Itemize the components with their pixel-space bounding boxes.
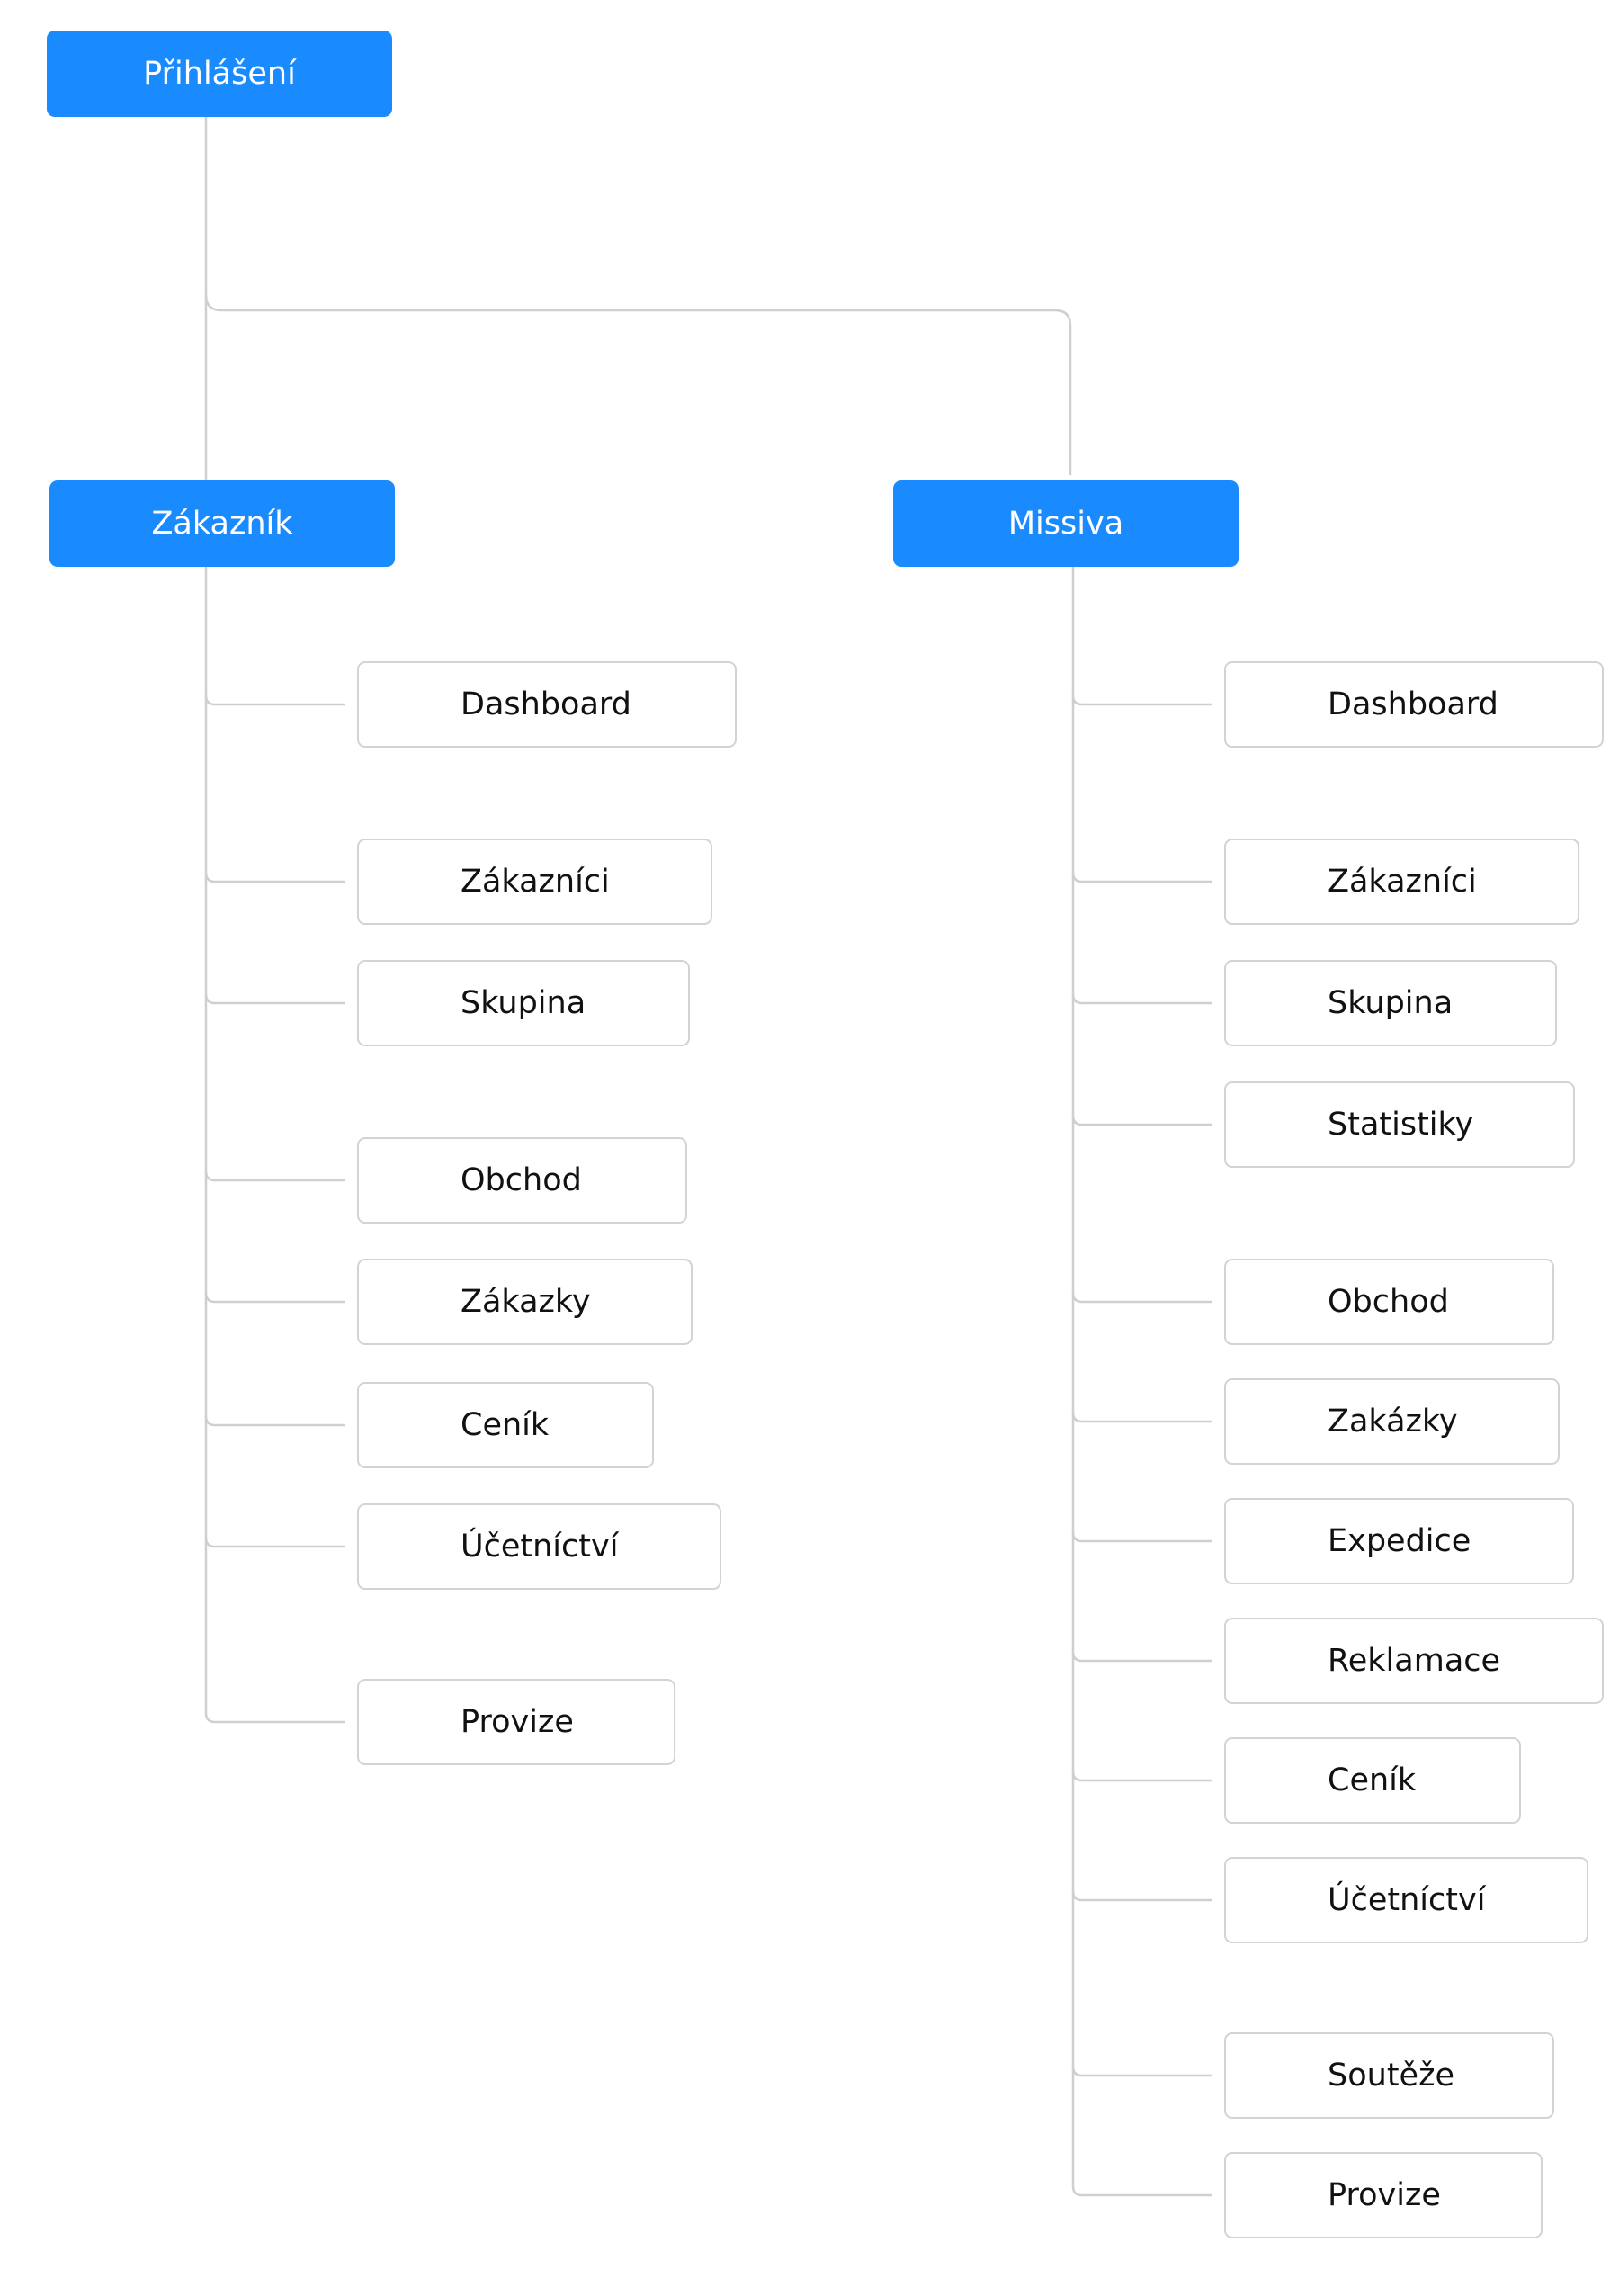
child-node-label: Ceník xyxy=(1328,1762,1417,1798)
connector-missiva-branch-6 xyxy=(1071,1531,1212,1543)
connector-missiva-branch-9 xyxy=(1071,1890,1212,1902)
branch-node-zakaznik[interactable]: Zákazník xyxy=(49,480,395,567)
child-node-label: Reklamace xyxy=(1328,1643,1501,1679)
child-node-label: Zákazky xyxy=(461,1284,591,1320)
child-node-label: Skupina xyxy=(461,985,586,1021)
missiva-item-expedice[interactable]: Expedice xyxy=(1224,1498,1574,1584)
branch-node-missiva[interactable]: Missiva xyxy=(893,480,1239,567)
connector-zakaznik-branch-0 xyxy=(204,695,345,706)
missiva-item-skupina[interactable]: Skupina xyxy=(1224,960,1557,1046)
missiva-item-zakazky[interactable]: Zakázky xyxy=(1224,1378,1560,1465)
missiva-item-reklamace[interactable]: Reklamace xyxy=(1224,1618,1604,1704)
child-node-label: Dashboard xyxy=(1328,686,1498,722)
connector-missiva-branch-4 xyxy=(1071,1292,1212,1304)
zakaznik-item-zakazky[interactable]: Zákazky xyxy=(357,1259,693,1345)
zakaznik-item-dashboard[interactable]: Dashboard xyxy=(357,661,737,748)
connector-missiva-branch-0 xyxy=(1071,695,1212,706)
connector-missiva-branch-1 xyxy=(1071,872,1212,883)
child-node-label: Obchod xyxy=(461,1162,582,1198)
missiva-item-dashboard[interactable]: Dashboard xyxy=(1224,661,1604,748)
child-node-label: Ceník xyxy=(461,1407,550,1443)
child-node-label: Skupina xyxy=(1328,985,1454,1021)
connector-zakaznik-branch-2 xyxy=(204,993,345,1005)
missiva-item-obchod[interactable]: Obchod xyxy=(1224,1259,1554,1345)
connector-zakaznik-branch-4 xyxy=(204,1292,345,1304)
connector-zakaznik-branch-7 xyxy=(204,1712,345,1724)
child-node-label: Expedice xyxy=(1328,1523,1471,1559)
root-node-label: Přihlášení xyxy=(143,56,296,92)
child-node-label: Statistiky xyxy=(1328,1107,1474,1143)
child-node-label: Zakázky xyxy=(1328,1404,1458,1439)
connector-missiva-branch-3 xyxy=(1071,1115,1212,1126)
branch-node-label: Zákazník xyxy=(151,506,293,542)
connector-zakaznik-branch-5 xyxy=(204,1415,345,1427)
zakaznik-item-ucetnictvi[interactable]: Účetníctví xyxy=(357,1503,721,1590)
connector-zakaznik-branch-1 xyxy=(204,872,345,883)
connector-root-to-missiva xyxy=(204,294,1072,475)
connector-missiva-branch-7 xyxy=(1071,1651,1212,1663)
missiva-item-zakaznici[interactable]: Zákazníci xyxy=(1224,839,1579,925)
branch-node-label: Missiva xyxy=(1007,506,1124,542)
connector-missiva-branch-2 xyxy=(1071,993,1212,1005)
child-node-label: Provize xyxy=(1328,2177,1441,2213)
connector-missiva-branch-5 xyxy=(1071,1412,1212,1423)
child-node-label: Soutěže xyxy=(1328,2058,1454,2094)
missiva-item-ucetnictvi[interactable]: Účetníctví xyxy=(1224,1857,1588,1943)
zakaznik-item-skupina[interactable]: Skupina xyxy=(357,960,690,1046)
child-node-label: Provize xyxy=(461,1704,574,1740)
missiva-item-cenik[interactable]: Ceník xyxy=(1224,1737,1521,1824)
missiva-item-statistiky[interactable]: Statistiky xyxy=(1224,1081,1575,1168)
missiva-item-provize[interactable]: Provize xyxy=(1224,2152,1543,2238)
missiva-item-soutěže[interactable]: Soutěže xyxy=(1224,2032,1554,2119)
child-node-label: Obchod xyxy=(1328,1284,1449,1320)
connector-zakaznik-branch-3 xyxy=(204,1170,345,1182)
child-node-label: Zákazníci xyxy=(461,864,610,900)
child-node-label: Dashboard xyxy=(461,686,631,722)
child-node-label: Zákazníci xyxy=(1328,864,1477,900)
child-node-label: Účetníctví xyxy=(1328,1882,1486,1918)
zakaznik-item-provize[interactable]: Provize xyxy=(357,1679,675,1765)
zakaznik-item-cenik[interactable]: Ceník xyxy=(357,1382,654,1468)
connector-missiva-branch-11 xyxy=(1071,2185,1212,2197)
root-node-prihlaseni[interactable]: Přihlášení xyxy=(47,31,392,117)
child-node-label: Účetníctví xyxy=(461,1529,619,1565)
connector-missiva-branch-8 xyxy=(1071,1771,1212,1782)
connector-zakaznik-branch-6 xyxy=(204,1537,345,1548)
zakaznik-item-zakaznici[interactable]: Zákazníci xyxy=(357,839,712,925)
connector-missiva-branch-10 xyxy=(1071,2066,1212,2077)
zakaznik-item-obchod[interactable]: Obchod xyxy=(357,1137,687,1224)
